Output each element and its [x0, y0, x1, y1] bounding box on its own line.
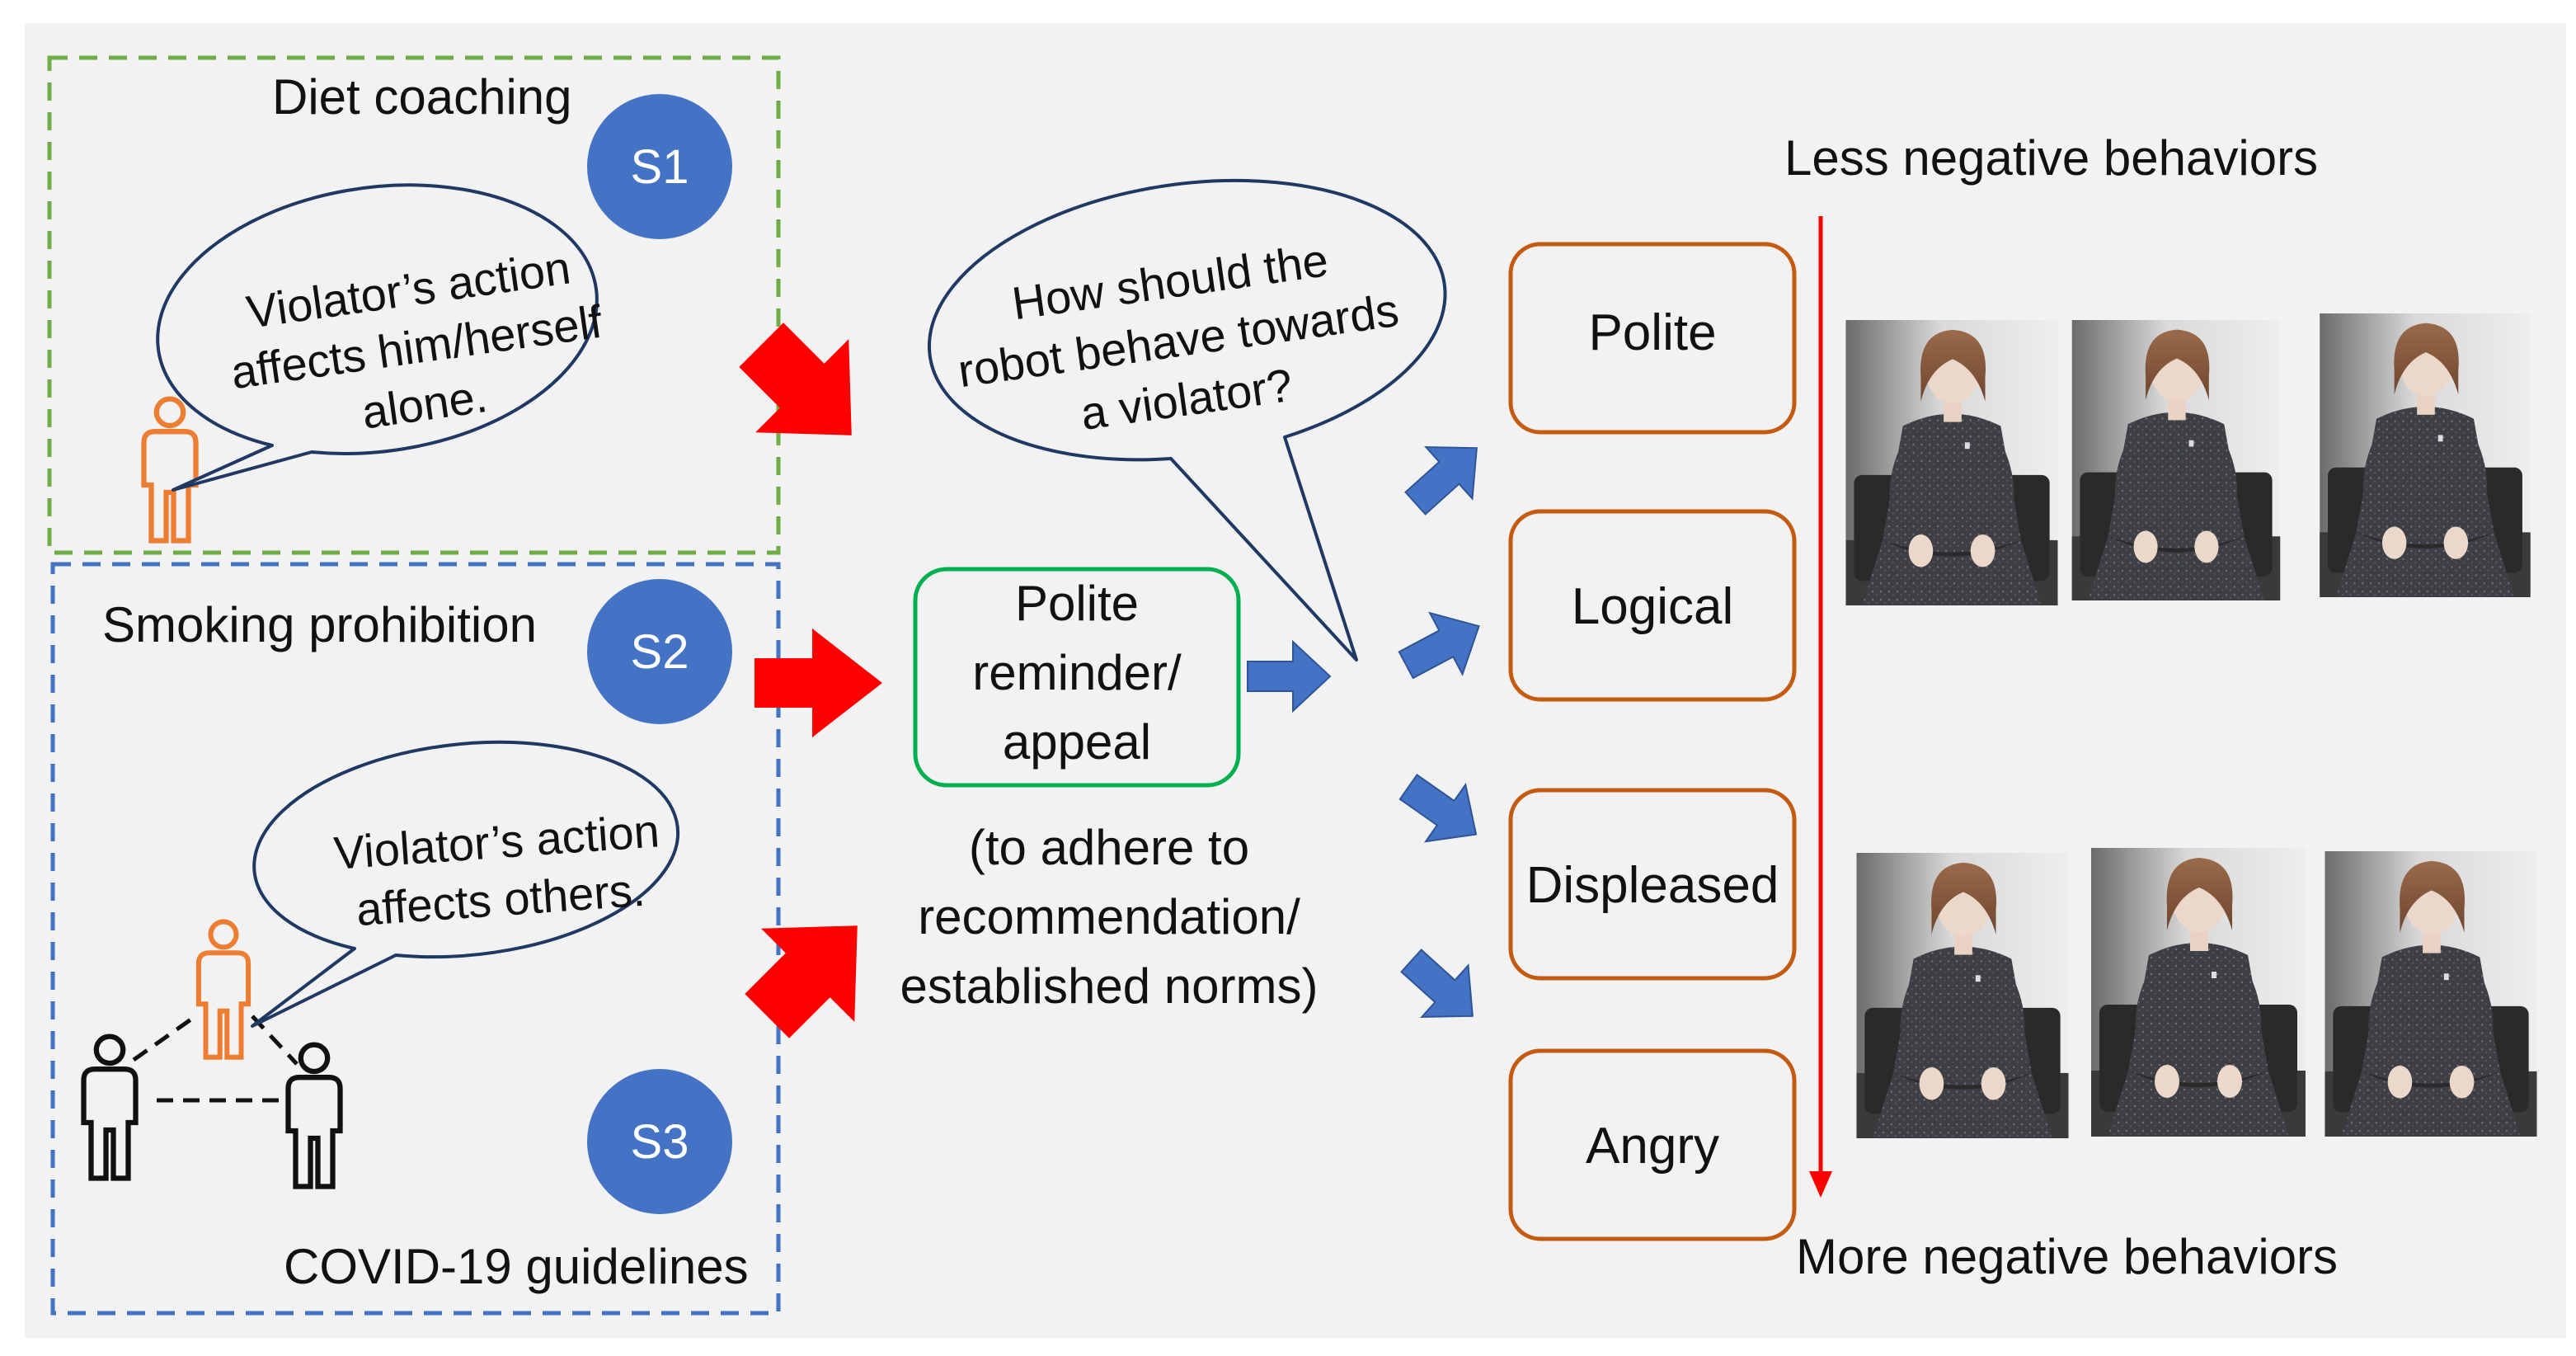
reminder-note-line-3: established norms): [900, 958, 1319, 1014]
behavior-box-logical: [1508, 509, 1797, 702]
behavior-box-polite: [1508, 242, 1797, 435]
behavior-label-logical: Logical: [1572, 578, 1733, 635]
blue-arrow-to-polite: [1404, 446, 1478, 516]
reminder-line-2: reminder/: [972, 645, 1182, 700]
behavior-box-angry: [1508, 1048, 1797, 1241]
red-arrow-s3: [745, 925, 858, 1038]
robot-photo-bottom-3: [2325, 851, 2537, 1137]
blue-arrow-to-displeased: [1398, 774, 1478, 843]
behavior-box-displeased: [1508, 788, 1797, 981]
s3-speech-bubble: [251, 740, 680, 1028]
scenario-s2-badge-label: S2: [631, 625, 689, 679]
scenario-s3-title: COVID-19 guidelines: [284, 1239, 749, 1294]
s1-speech-bubble: [156, 183, 599, 492]
question-speech-bubble: [928, 178, 1447, 662]
robot-photo-top-2: [2071, 320, 2281, 600]
robot-photo-top-3: [2320, 313, 2531, 597]
blue-arrow-to-angry: [1400, 949, 1474, 1018]
scenario-s1-title: Diet coaching: [272, 69, 572, 125]
scale-top-label: Less negative behaviors: [1784, 130, 2318, 186]
scenario-s1-badge-label: S1: [631, 140, 689, 194]
robot-photo-bottom-1: [1856, 853, 2069, 1138]
scenario-s1-frame: [47, 55, 781, 555]
scenario-s3-badge-label: S3: [631, 1115, 689, 1169]
scale-bottom-label: More negative behaviors: [1796, 1229, 2338, 1284]
reminder-line-3: appeal: [1003, 714, 1151, 770]
red-arrow-s2: [754, 629, 882, 737]
scale-arrow-head: [1809, 1171, 1832, 1198]
robot-photo-top-1: [1845, 320, 2058, 605]
reminder-note-line-1: (to adhere to: [969, 820, 1249, 875]
behavior-label-angry: Angry: [1586, 1118, 1719, 1175]
red-arrow-s1: [739, 323, 852, 436]
scenario-s1-badge: S1: [587, 94, 732, 239]
scenario-s2-badge: S2: [587, 579, 732, 724]
behavior-label-polite: Polite: [1588, 304, 1716, 361]
robot-photo-bottom-2: [2091, 848, 2306, 1137]
scenario-s2-title: Smoking prohibition: [102, 597, 537, 652]
scenario-s3-badge: S3: [587, 1069, 732, 1214]
reminder-note-line-2: recommendation/: [918, 889, 1300, 944]
behavior-label-displeased: Displeased: [1526, 857, 1779, 914]
polite-reminder-box: [913, 567, 1241, 788]
blue-arrow-reminder-out: [1247, 639, 1332, 713]
reminder-line-1: Polite: [1015, 576, 1139, 631]
blue-arrow-to-logical: [1398, 611, 1480, 680]
